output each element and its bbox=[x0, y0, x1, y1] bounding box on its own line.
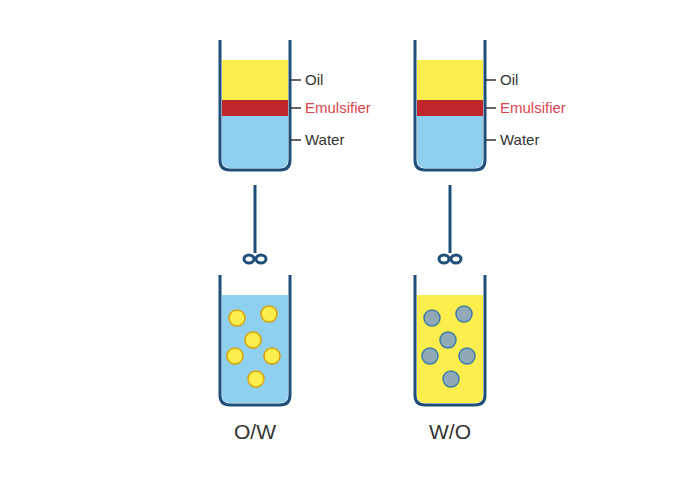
emulsion-type-label: W/O bbox=[429, 420, 471, 443]
leader-line bbox=[485, 139, 496, 141]
water-layer bbox=[222, 116, 288, 168]
water-in-oil-beaker bbox=[415, 275, 485, 405]
beaker-outline bbox=[220, 275, 290, 405]
emulsifier-layer bbox=[417, 100, 483, 116]
layer-label: Water bbox=[305, 132, 344, 149]
leader-line bbox=[290, 107, 301, 109]
beaker-outline bbox=[415, 40, 485, 170]
water-droplets bbox=[422, 306, 475, 387]
leader-line bbox=[485, 79, 496, 81]
layer-label: Oil bbox=[305, 72, 323, 89]
beaker-outline bbox=[415, 275, 485, 405]
emulsion-type-label: O/W bbox=[234, 420, 276, 443]
layered-beaker bbox=[220, 40, 301, 170]
layer-label: Emulsifier bbox=[500, 100, 566, 117]
layer-label: Water bbox=[500, 132, 539, 149]
leader-line bbox=[290, 79, 301, 81]
stirrer bbox=[439, 185, 461, 263]
layer-label: Oil bbox=[500, 72, 518, 89]
beaker-outline bbox=[220, 40, 290, 170]
oil-layer bbox=[417, 60, 483, 100]
leader-line bbox=[485, 107, 496, 109]
layer-label: Emulsifier bbox=[305, 100, 371, 117]
emulsifier-layer bbox=[222, 100, 288, 116]
leader-line bbox=[290, 139, 301, 141]
oil-in-water-beaker bbox=[220, 275, 290, 405]
stirrer bbox=[244, 185, 266, 263]
water-phase bbox=[222, 295, 288, 403]
water-layer bbox=[417, 116, 483, 168]
layered-beaker bbox=[415, 40, 496, 170]
oil-layer bbox=[222, 60, 288, 100]
oil-phase bbox=[417, 295, 483, 403]
oil-droplets bbox=[227, 306, 280, 387]
